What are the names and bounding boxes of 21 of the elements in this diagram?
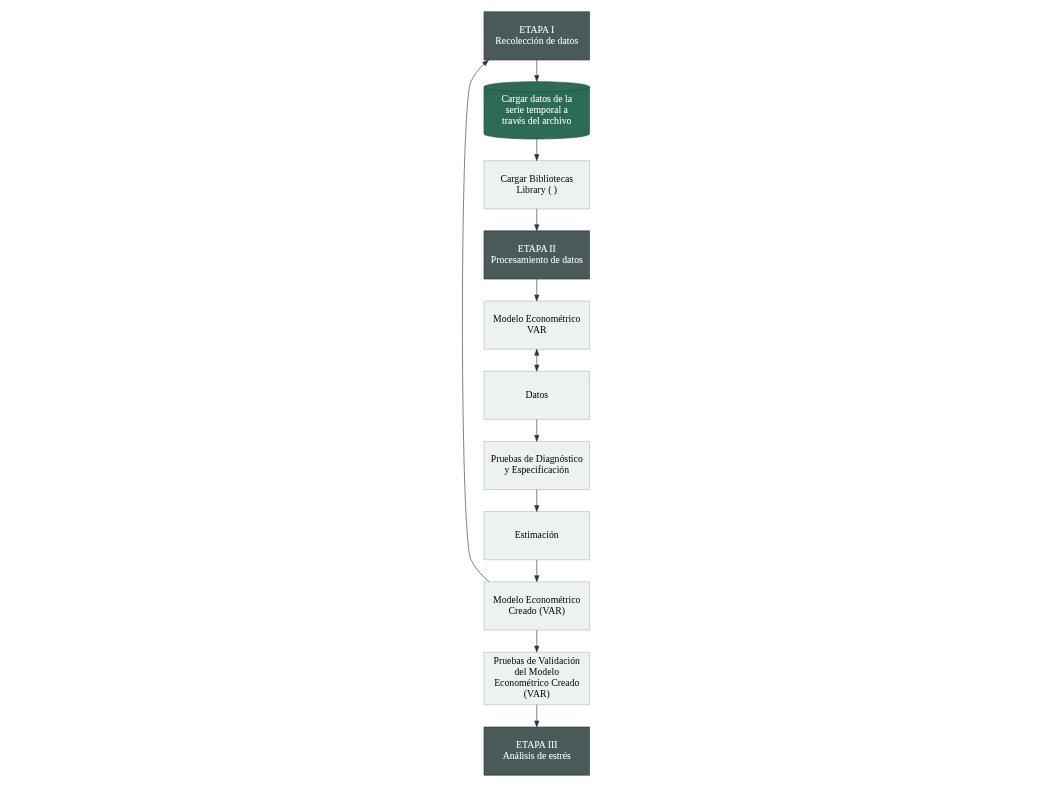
node-box: Estimación [483,511,590,561]
node-box: Modelo Econométrico Creado (VAR) [483,581,590,631]
arrow [533,704,539,728]
arrow [533,489,539,512]
node-box: ETAPA II Procesamiento de datos [483,230,590,280]
node-box: Modelo Econométrico VAR [483,300,590,350]
node-box: Cargar Bibliotecas Library ( ) [483,160,590,210]
arrow [533,138,539,161]
arrow [533,348,539,372]
node-box: ETAPA I Recolección de datos [483,11,590,61]
arrow [533,208,539,232]
arrow [533,278,539,302]
arrow [533,59,539,82]
node-box: Datos [483,370,590,420]
arrow [533,629,539,653]
node-box: ETAPA III Análisis de estrés [483,726,590,776]
arrow [533,419,539,442]
node-box: Pruebas de Diagnóstico y Especificación [483,441,590,490]
arrow [461,59,489,582]
node-box: Pruebas de Validación del Modelo Econométrico Creado (VAR) [483,651,590,706]
arrow [533,559,539,583]
